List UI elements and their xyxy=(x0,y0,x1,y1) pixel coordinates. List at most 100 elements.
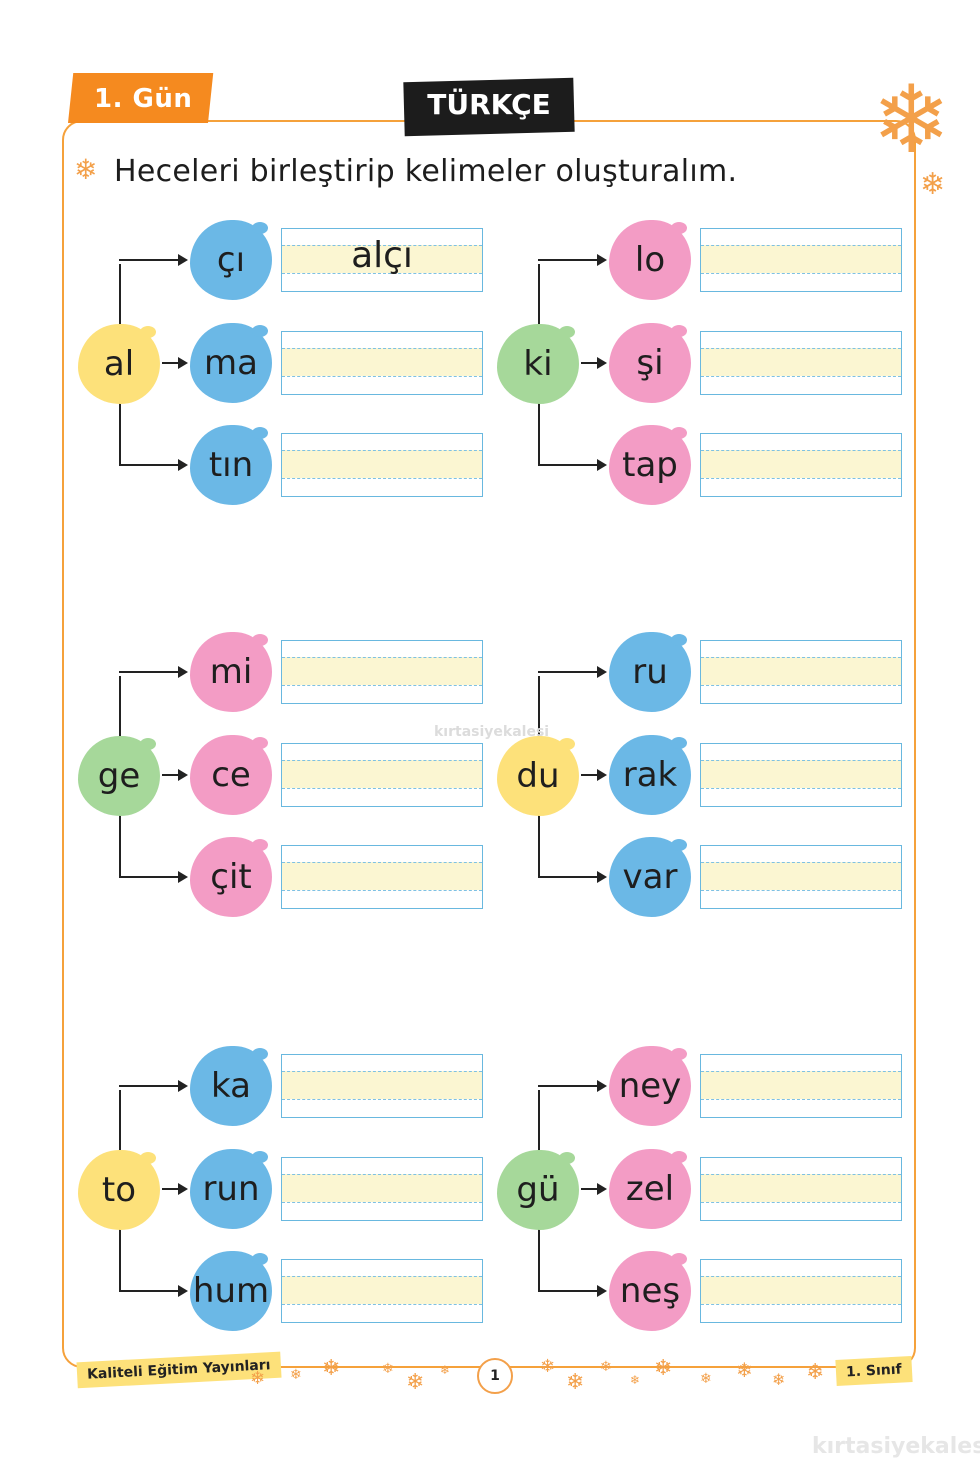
writing-band xyxy=(282,1174,482,1202)
syllable-blob: lo xyxy=(609,220,691,300)
writing-band xyxy=(701,1071,901,1099)
guide-line xyxy=(701,1071,901,1072)
guide-line xyxy=(701,348,901,349)
syllable-blob: hum xyxy=(190,1251,272,1331)
answer-writing-box[interactable] xyxy=(700,845,902,909)
snowflake-icon: ❄ xyxy=(630,1373,641,1387)
center-watermark: kırtasiyekalesi xyxy=(434,724,550,740)
syllable-blob: şi xyxy=(609,323,691,403)
arrow-icon xyxy=(178,666,188,678)
answer-writing-box[interactable] xyxy=(281,640,483,704)
guide-line xyxy=(282,273,482,274)
syllable-blob: run xyxy=(190,1149,272,1229)
writing-band xyxy=(701,450,901,478)
writing-band xyxy=(701,862,901,890)
guide-line xyxy=(701,1304,901,1305)
guide-line xyxy=(701,1202,901,1203)
snowflake-icon: ❄ xyxy=(74,153,98,186)
answer-writing-box[interactable] xyxy=(281,433,483,497)
connector-line xyxy=(538,671,599,673)
answer-writing-box[interactable] xyxy=(281,1157,483,1221)
arrow-icon xyxy=(178,1183,188,1195)
snowflake-icon: ❄ xyxy=(806,1360,825,1385)
arrow-icon xyxy=(597,1285,607,1297)
writing-band xyxy=(701,245,901,273)
arrow-icon xyxy=(597,1183,607,1195)
answer-writing-box[interactable] xyxy=(700,1259,902,1323)
syllable-blob: ka xyxy=(190,1046,272,1126)
main-syllable-blob: gü xyxy=(497,1150,579,1230)
snowflake-icon: ❄ xyxy=(920,167,946,202)
writing-band xyxy=(282,245,482,273)
snowflake-icon: ❄ xyxy=(290,1367,302,1383)
answer-word: alçı xyxy=(351,235,413,276)
writing-band xyxy=(282,1071,482,1099)
answer-writing-box[interactable] xyxy=(700,433,902,497)
writing-band xyxy=(282,348,482,376)
guide-line xyxy=(282,890,482,891)
answer-writing-box[interactable] xyxy=(700,1157,902,1221)
answer-writing-box[interactable] xyxy=(700,640,902,704)
writing-band xyxy=(701,760,901,788)
snowflake-icon: ❄ xyxy=(250,1368,266,1389)
connector-line xyxy=(581,362,599,364)
grade-label: 1. Sınıf xyxy=(835,1356,913,1386)
answer-writing-box[interactable] xyxy=(281,331,483,395)
syllable-blob: zel xyxy=(609,1149,691,1229)
syllable-blob: tın xyxy=(190,425,272,505)
connector-line xyxy=(119,1085,180,1087)
guide-line xyxy=(701,1174,901,1175)
syllable-blob: ney xyxy=(609,1046,691,1126)
answer-writing-box[interactable] xyxy=(700,743,902,807)
answer-writing-box[interactable] xyxy=(281,1054,483,1118)
snowflake-icon: ❄ xyxy=(540,1356,556,1377)
arrow-icon xyxy=(597,666,607,678)
guide-line xyxy=(701,890,901,891)
writing-band xyxy=(282,1276,482,1304)
guide-line xyxy=(282,1304,482,1305)
answer-writing-box[interactable] xyxy=(700,1054,902,1118)
main-syllable-blob: al xyxy=(78,324,160,404)
snowflake-icon: ❄ xyxy=(772,1370,786,1389)
answer-writing-box[interactable] xyxy=(281,845,483,909)
answer-writing-box[interactable] xyxy=(281,1259,483,1323)
guide-line xyxy=(701,760,901,761)
arrow-icon xyxy=(178,459,188,471)
answer-writing-box[interactable]: alçı xyxy=(281,228,483,292)
connector-line xyxy=(162,774,180,776)
connector-line xyxy=(162,362,180,364)
writing-band xyxy=(701,1276,901,1304)
guide-line xyxy=(282,657,482,658)
snowflake-icon: ❄ xyxy=(440,1363,451,1377)
main-syllable-blob: to xyxy=(78,1150,160,1230)
writing-band xyxy=(282,450,482,478)
syllable-blob: çı xyxy=(190,220,272,300)
arrow-icon xyxy=(597,1080,607,1092)
answer-writing-box[interactable] xyxy=(700,331,902,395)
guide-line xyxy=(282,245,482,246)
guide-line xyxy=(282,760,482,761)
connector-line xyxy=(119,259,180,261)
instruction-text: Heceleri birleştirip kelimeler oluştural… xyxy=(114,154,738,189)
writing-band xyxy=(282,657,482,685)
arrow-icon xyxy=(178,871,188,883)
main-syllable-blob: ge xyxy=(78,736,160,816)
snowflake-icon: ❄ xyxy=(566,1370,585,1395)
syllable-blob: çit xyxy=(190,837,272,917)
guide-line xyxy=(701,788,901,789)
guide-line xyxy=(282,1174,482,1175)
writing-band xyxy=(701,348,901,376)
arrow-icon xyxy=(178,1080,188,1092)
answer-writing-box[interactable] xyxy=(281,743,483,807)
guide-line xyxy=(701,657,901,658)
snowflake-icon: ❄ xyxy=(736,1358,753,1382)
answer-writing-box[interactable] xyxy=(700,228,902,292)
guide-line xyxy=(282,788,482,789)
snowflake-icon: ❄ xyxy=(654,1356,673,1381)
guide-line xyxy=(701,862,901,863)
connector-line xyxy=(538,259,599,261)
connector-line xyxy=(119,671,180,673)
